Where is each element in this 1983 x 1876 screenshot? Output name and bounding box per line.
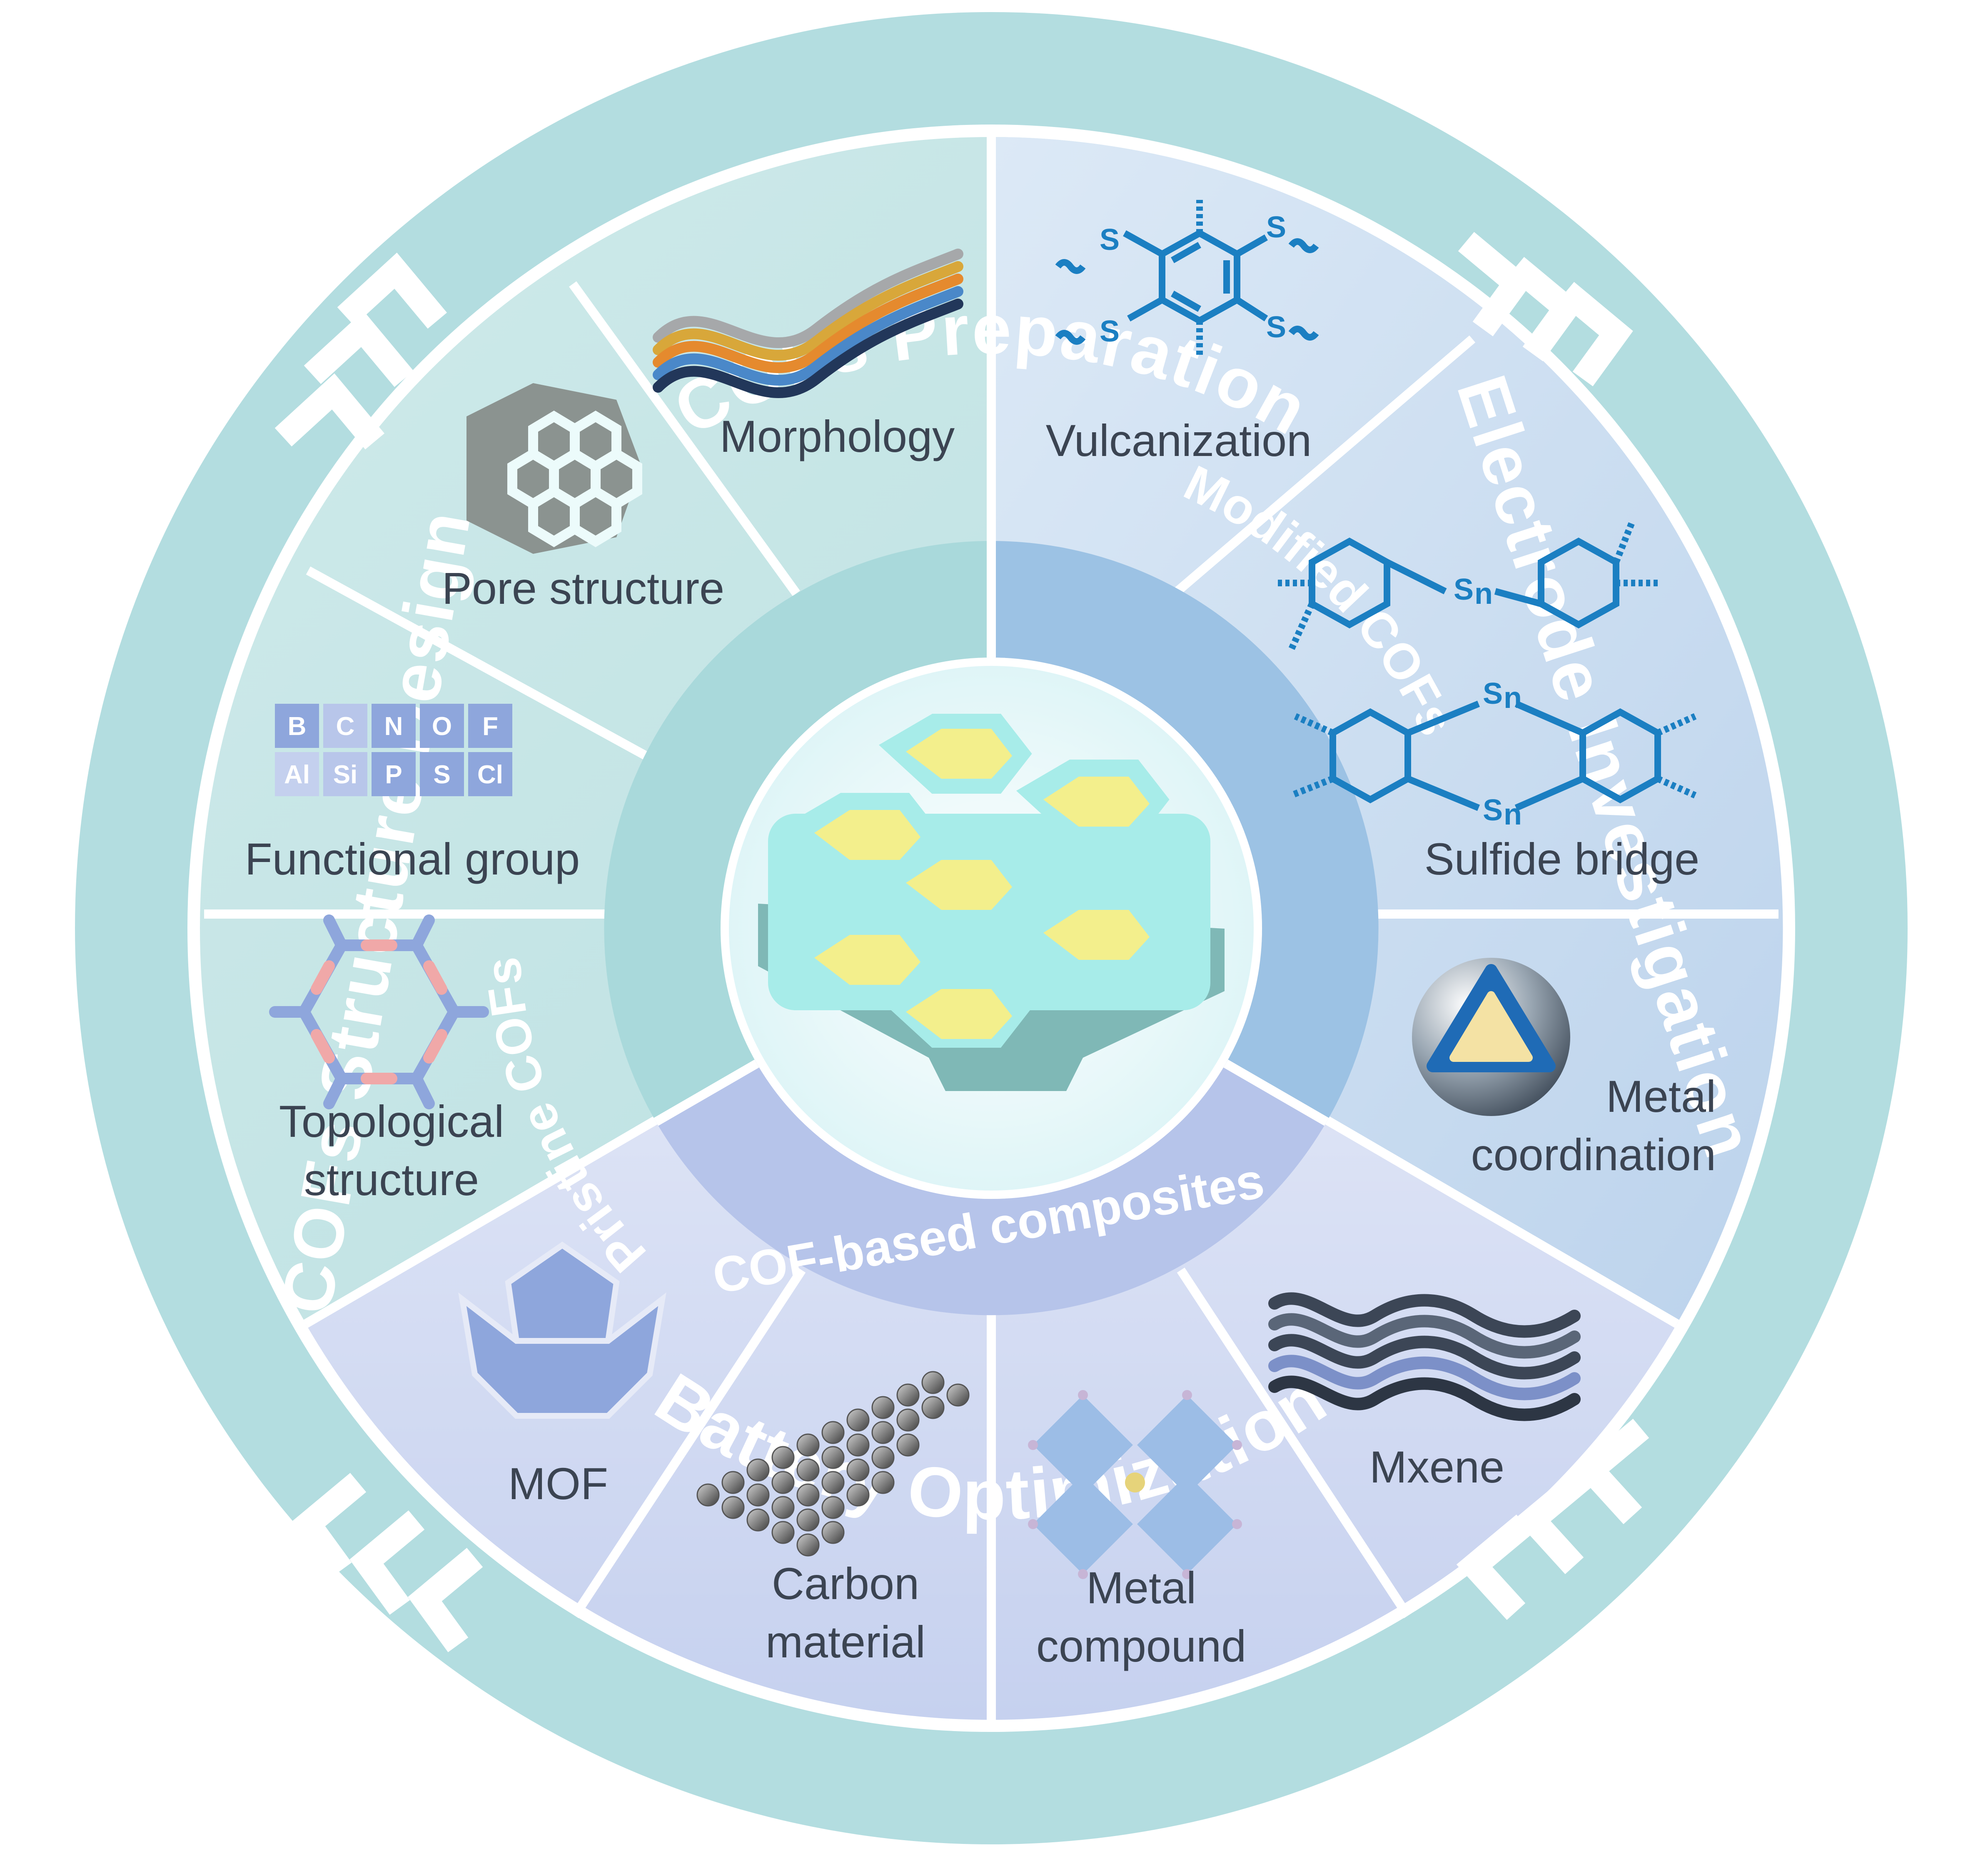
mxene-sheets-icon — [1268, 1292, 1581, 1421]
chem-sn-1-sub: n — [1474, 577, 1493, 610]
label-mof: MOF — [508, 1458, 608, 1509]
vulcanization-molecule-icon — [1055, 200, 1319, 358]
element-s: S — [433, 760, 450, 789]
label-metal-compound-1: Metal — [1086, 1562, 1196, 1613]
label-sulfide-bridge: Sulfide bridge — [1424, 834, 1699, 884]
element-o: O — [432, 712, 452, 741]
chevrons-top-left-icon — [274, 252, 447, 450]
label-metal-coordination-2: coordination — [1471, 1129, 1716, 1180]
carbon-lattice-icon — [696, 1371, 970, 1557]
morphology-layers-icon — [653, 249, 963, 398]
element-b: B — [288, 712, 307, 741]
element-table-icon: B C N O F Al Si P S Cl — [275, 704, 512, 796]
label-topological-2: structure — [304, 1154, 479, 1205]
pristine-ring-segment — [604, 541, 991, 1122]
chevrons-bottom-left-icon — [291, 1472, 483, 1652]
chem-sn-3: S — [1483, 794, 1503, 827]
chem-sn-2: S — [1483, 677, 1503, 710]
label-carbon-2: material — [766, 1617, 925, 1667]
chem-sn-1: S — [1454, 573, 1474, 606]
chem-s-3: S — [1100, 315, 1120, 348]
topology-hexagon-icon — [269, 914, 489, 1109]
chevrons-top-right-icon — [1458, 232, 1633, 386]
composites-ring-segment — [656, 1064, 1327, 1315]
modified-ring-segment — [991, 541, 1379, 1122]
chem-s-2: S — [1266, 211, 1286, 244]
metal-compound-crystal-icon — [1028, 1390, 1242, 1579]
metal-coordination-sphere-icon — [1412, 958, 1570, 1116]
element-cl: Cl — [477, 760, 503, 789]
cof-hexagon-cluster-icon — [758, 714, 1225, 1091]
sulfide-bridge-molecules-icon — [1275, 519, 1697, 811]
element-c: C — [336, 712, 355, 741]
element-p: P — [385, 760, 402, 789]
element-al: Al — [284, 760, 310, 789]
chem-sn-3-sub: n — [1504, 798, 1522, 831]
element-f: F — [482, 712, 498, 741]
element-n: N — [384, 712, 403, 741]
chem-s-1: S — [1100, 223, 1120, 257]
mof-polyhedron-icon — [458, 1241, 666, 1419]
label-carbon-1: Carbon — [772, 1558, 919, 1609]
sector-dividers — [204, 137, 1778, 1720]
label-vulcanization: Vulcanization — [1046, 415, 1312, 466]
label-topological-1: Topological — [279, 1096, 504, 1146]
label-functional-group: Functional group — [245, 834, 580, 884]
chem-s-4: S — [1266, 311, 1286, 344]
chevrons-bottom-right-icon — [1456, 1418, 1649, 1620]
pore-structure-icon — [466, 383, 642, 554]
element-si: Si — [333, 760, 358, 789]
chem-sn-2-sub: n — [1504, 681, 1522, 715]
label-pore-structure: Pore structure — [442, 563, 724, 613]
label-metal-compound-2: compound — [1036, 1621, 1246, 1671]
label-morphology: Morphology — [720, 411, 955, 461]
inner-ring-dividers — [654, 541, 1329, 1126]
label-mxene: Mxene — [1369, 1442, 1504, 1492]
label-metal-coordination-1: Metal — [1606, 1071, 1716, 1121]
